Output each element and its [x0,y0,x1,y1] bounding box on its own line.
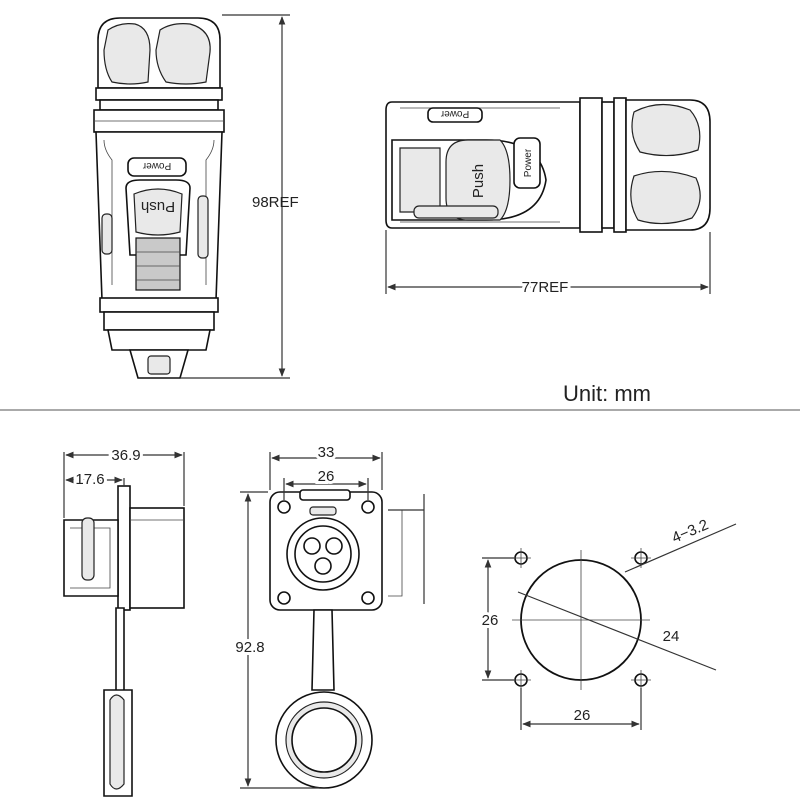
side-depth-label: 17.6 [75,471,104,488]
front-inner-label: 26 [318,468,335,485]
height-ref-label: 98REF [252,194,299,211]
power-label-side-top: Power [440,108,469,119]
push-label-top: Push [141,198,175,215]
plug-side-view [385,97,711,294]
side-width-label: 36.9 [111,447,140,464]
pattern-height-label: 26 [482,612,499,629]
cut-diameter-label: 24 [663,628,680,645]
front-width-label: 33 [318,444,335,461]
hole-spec-label: 4−3.2 [669,516,711,546]
mounting-pattern [482,523,737,730]
power-label-side: Power [523,148,534,177]
receptacle-front-view [240,452,425,789]
front-height-label: 92.8 [235,639,264,656]
plug-top-view [93,14,290,379]
pattern-width-label: 26 [574,707,591,724]
length-ref-label: 77REF [522,279,569,296]
unit-label: Unit: mm [563,381,651,406]
power-label-top: Power [142,160,171,171]
receptacle-side-view [63,451,185,797]
push-label-side: Push [470,164,487,198]
